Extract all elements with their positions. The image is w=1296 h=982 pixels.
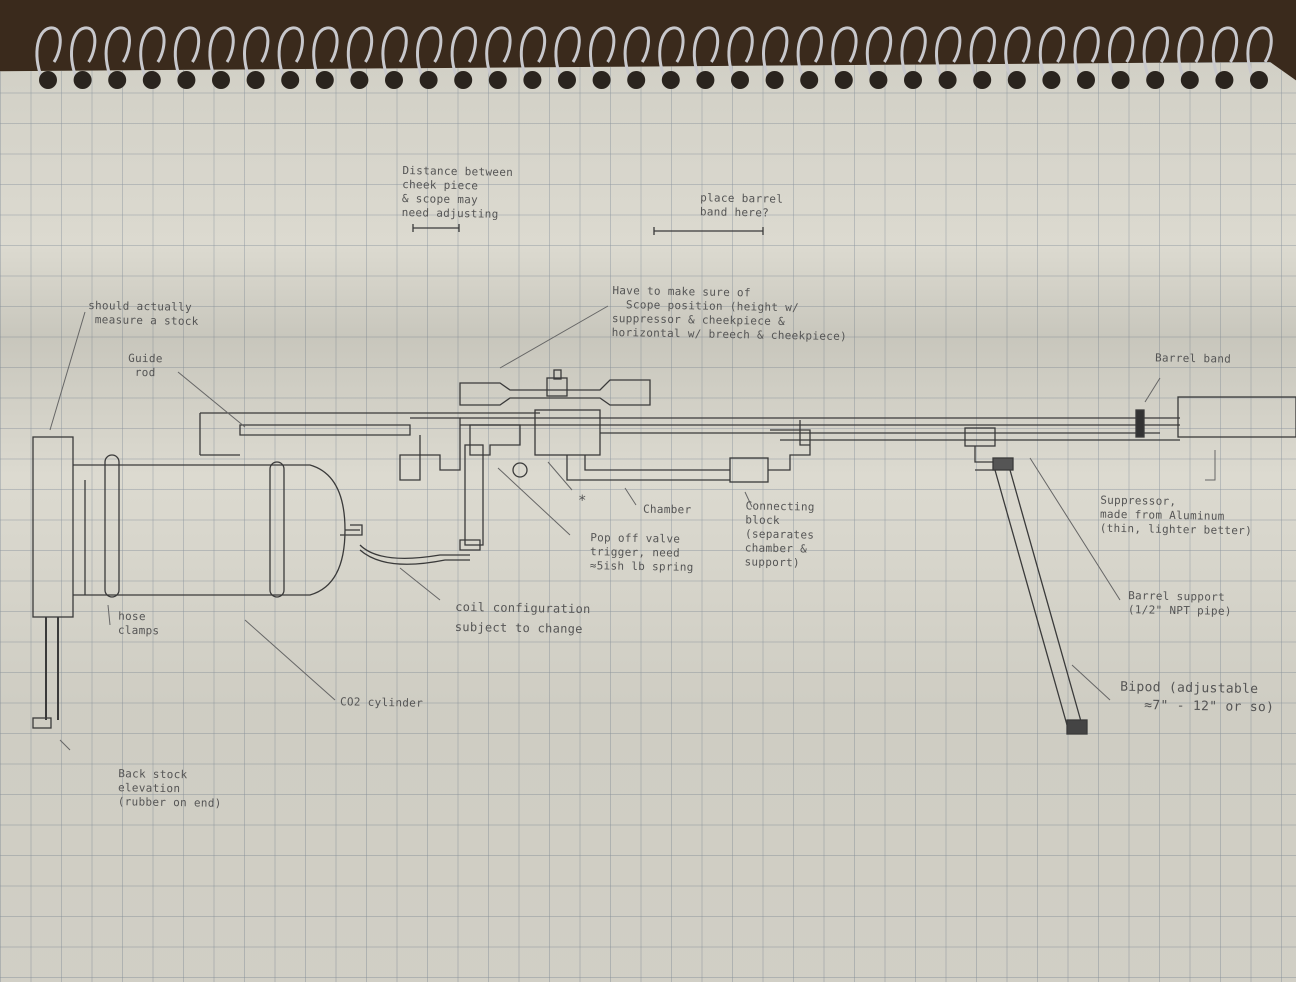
note-scope-height: Have to make sure of Scope position (hei…: [611, 283, 848, 344]
spiral-ring: [346, 26, 374, 83]
spiral-ring: [623, 26, 650, 83]
spiral-ring: [416, 26, 443, 83]
spiral-ring: [173, 26, 201, 83]
binding-hole: [1250, 71, 1268, 89]
note-asterisk: *: [577, 492, 587, 510]
spiral-ring: [900, 26, 927, 83]
spiral-ring: [485, 26, 512, 83]
binding-hole: [1077, 71, 1095, 89]
note-scope-distance: Distance between cheek piece & scope may…: [401, 164, 514, 221]
binding-hole: [454, 71, 473, 89]
spiral-ring: [831, 26, 858, 83]
binding-hole: [488, 71, 507, 89]
note-barrel-support: Barrel support (1/2" NPT pipe): [1127, 589, 1232, 618]
binding-hole: [834, 71, 853, 89]
binding-hole: [869, 71, 888, 89]
graph-paper: [0, 62, 1296, 982]
spiral-ring: [935, 26, 962, 83]
spiral-binding: [35, 26, 1273, 89]
binding-hole: [39, 71, 57, 89]
note-barrel-band-question: place barrel band here?: [699, 191, 784, 220]
spiral-ring: [277, 26, 304, 83]
spiral-ring: [1073, 26, 1100, 83]
binding-hole: [315, 71, 334, 89]
binding-hole: [212, 71, 230, 89]
binding-hole: [419, 71, 438, 89]
spiral-ring: [1038, 26, 1066, 83]
binding-hole: [281, 71, 300, 89]
binding-hole: [800, 71, 819, 89]
spiral-ring: [1177, 26, 1204, 83]
spiral-ring: [450, 26, 477, 83]
spiral-ring: [70, 26, 97, 83]
spiral-ring: [1004, 26, 1031, 83]
spiral-ring: [312, 26, 339, 83]
spiral-ring: [104, 26, 131, 83]
note-hose-clamps: hose clamps: [117, 609, 160, 638]
binding-hole: [350, 71, 369, 89]
binding-hole: [938, 71, 957, 89]
binding-hole: [592, 71, 611, 89]
binding-hole: [904, 71, 922, 89]
note-popoff-valve: Pop off valve trigger, need ≈5ish lb spr…: [589, 531, 694, 574]
binding-hole: [523, 71, 542, 89]
note-barrel-band: Barrel band: [1154, 351, 1232, 366]
binding-hole: [765, 71, 784, 89]
binding-hole: [1042, 71, 1061, 89]
note-stock: should actually measure a stock: [87, 299, 199, 328]
spiral-ring: [208, 26, 235, 83]
spiral-ring: [1246, 26, 1273, 83]
binding-hole: [731, 71, 749, 89]
spiral-ring: [35, 26, 62, 83]
spiral-ring: [1142, 26, 1169, 83]
spiral-ring: [658, 26, 685, 83]
note-guide-rod: Guide rod: [127, 351, 163, 380]
binding-hole: [1146, 71, 1165, 89]
spiral-ring: [865, 26, 893, 83]
binding-hole: [246, 71, 265, 89]
note-back-stock: Back stock elevation (rubber on end): [117, 767, 222, 810]
spiral-ring: [727, 26, 754, 83]
spiral-ring: [1211, 26, 1239, 83]
note-suppressor: Suppressor, made from Aluminum (thin, li…: [1099, 493, 1253, 538]
binding-hole: [973, 71, 992, 89]
spiral-ring: [762, 26, 789, 83]
spiral-ring: [589, 26, 616, 83]
spiral-ring: [381, 26, 408, 83]
binding-hole: [142, 71, 161, 89]
spiral-ring: [692, 26, 720, 83]
note-connecting-block: Connecting block (separates chamber & su…: [744, 499, 815, 570]
note-chamber: Chamber: [642, 502, 692, 517]
note-bipod: Bipod (adjustable ≈7" - 12" or so): [1119, 679, 1275, 716]
spiral-ring: [554, 26, 581, 83]
binding-hole: [1111, 71, 1130, 89]
spiral-ring: [796, 26, 823, 83]
binding-hole: [696, 71, 715, 89]
binding-hole: [73, 71, 92, 89]
note-coil: coil configuration subject to change: [454, 599, 591, 637]
spiral-ring: [969, 26, 996, 83]
binding-hole: [177, 71, 196, 89]
spiral-ring: [139, 26, 166, 83]
note-co2-cylinder: CO2 cylinder: [339, 695, 424, 710]
spiral-ring: [243, 26, 270, 83]
binding-hole: [1007, 71, 1026, 89]
binding-hole: [627, 71, 646, 89]
spiral-ring: [1108, 26, 1135, 83]
binding-hole: [385, 71, 403, 89]
binding-hole: [1180, 71, 1199, 89]
binding-hole: [558, 71, 576, 89]
binding-hole: [1215, 71, 1234, 89]
spiral-ring: [519, 26, 547, 83]
binding-hole: [108, 71, 127, 89]
binding-hole: [661, 71, 680, 89]
